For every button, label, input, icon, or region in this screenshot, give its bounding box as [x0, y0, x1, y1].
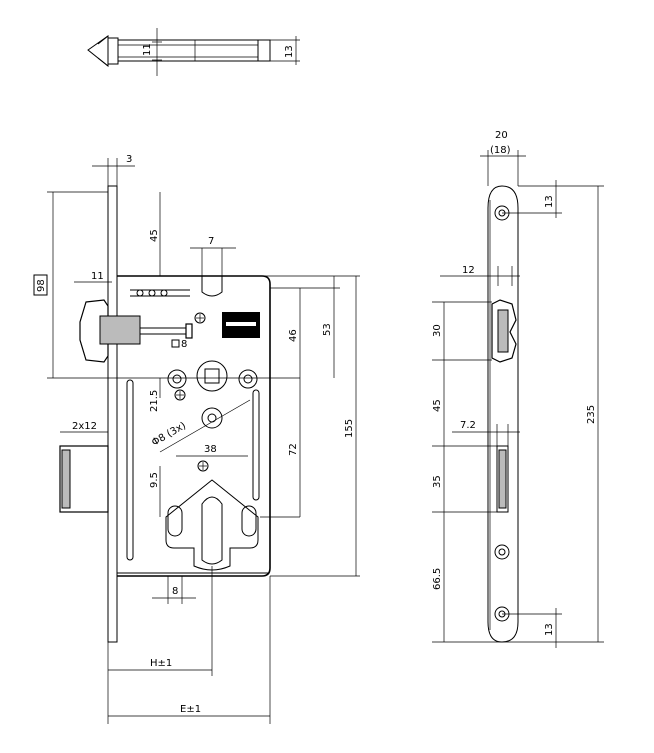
- dim-r13a: 13: [544, 195, 555, 208]
- latch-spring: [99, 315, 141, 345]
- left-slot: [126, 379, 134, 561]
- dim-66-5: 66.5: [432, 568, 443, 590]
- dim-235: 235: [586, 405, 597, 424]
- dim-e: E±1: [180, 704, 201, 715]
- dim-12: 12: [462, 265, 475, 276]
- dim-11: 11: [91, 271, 104, 282]
- top-body: [117, 39, 271, 62]
- dim-9-5: 9.5: [149, 472, 160, 488]
- dim-45: 45: [149, 229, 160, 242]
- dim-phi8: Φ8 (3x): [150, 420, 188, 448]
- hole-middle: [494, 544, 510, 560]
- lock-case: [117, 275, 271, 577]
- dim-7-2: 7.2: [460, 420, 476, 431]
- fixing-hole-right: [238, 369, 258, 389]
- dim-21-5: 21.5: [149, 390, 160, 412]
- dim-45b: 45: [432, 399, 443, 412]
- cylinder-hole: [201, 496, 223, 565]
- dim-18: (18): [490, 145, 511, 156]
- dim-46: 46: [288, 329, 299, 342]
- top-faceplate: [107, 37, 119, 65]
- front-faceplate: [107, 185, 118, 643]
- screw-top: [194, 312, 206, 324]
- fixing-hole-middle: [201, 407, 223, 429]
- deadbolt-opening: [496, 445, 509, 513]
- dim-72: 72: [288, 443, 299, 456]
- dim-20: 20: [495, 130, 508, 141]
- side-view: 20 (18) 13 12 30 45 7.2 35 66.5 235 13: [432, 130, 604, 648]
- dim-30: 30: [432, 324, 443, 337]
- latch-tip: [87, 35, 109, 68]
- dim-top-11: 11: [142, 43, 153, 56]
- dim-7: 7: [208, 236, 214, 247]
- dim-53: 53: [322, 323, 333, 336]
- follower-hub: [196, 360, 228, 392]
- dim-top-13: 13: [284, 45, 295, 58]
- dim-3: 3: [126, 154, 132, 165]
- faceplate-side: [487, 185, 519, 643]
- top-view: 11 13: [87, 28, 300, 76]
- dim-8: 8: [172, 586, 178, 597]
- dim-square-8: 8: [181, 339, 187, 350]
- dim-155: 155: [344, 419, 355, 438]
- front-view: 8 3 98: [33, 154, 360, 724]
- dim-98: 98: [36, 279, 47, 292]
- dim-h: H±1: [150, 658, 172, 669]
- cylinder-plate: [165, 479, 259, 571]
- dim-35: 35: [432, 475, 443, 488]
- fixing-hole-left: [167, 369, 187, 389]
- dim-38: 38: [204, 444, 217, 455]
- dim-r13b: 13: [544, 623, 555, 636]
- dim-2x12: 2x12: [72, 421, 97, 432]
